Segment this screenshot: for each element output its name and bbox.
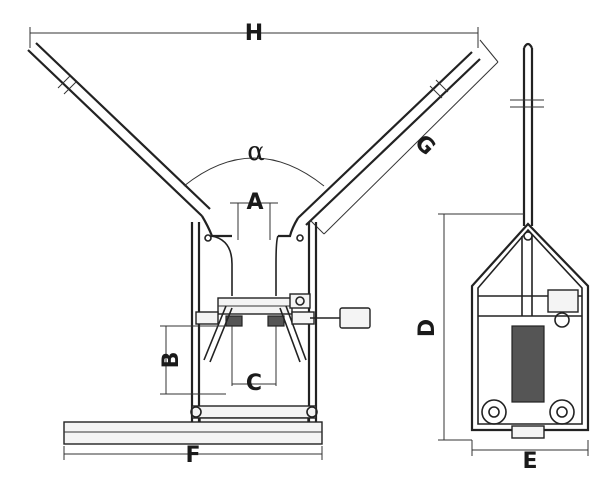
base-beam: [63, 421, 323, 445]
dimension-d: D: [415, 213, 524, 441]
label-d: D: [415, 319, 440, 337]
dimension-e: E: [471, 440, 589, 474]
right-handle: [278, 51, 481, 238]
dimension-h: H: [29, 21, 479, 48]
screw-knob: [339, 307, 371, 329]
label-f: F: [185, 443, 200, 468]
dimension-b: B: [159, 325, 226, 395]
label-b: B: [159, 352, 184, 369]
label-e: E: [522, 449, 537, 474]
left-handle: [27, 42, 232, 238]
label-a: A: [246, 190, 263, 215]
coil-block: [511, 325, 545, 403]
angle-alpha: α: [183, 137, 325, 187]
front-frame: [190, 222, 371, 438]
wheel-left: [481, 399, 507, 425]
label-g: G: [409, 130, 439, 160]
dimension-f: F: [63, 443, 323, 468]
label-c: C: [246, 371, 262, 396]
side-view: [470, 42, 590, 439]
label-h: H: [245, 21, 263, 46]
wheel-right: [549, 399, 575, 425]
dimension-c: C: [231, 326, 277, 396]
label-alpha: α: [247, 137, 265, 167]
dimension-a: A: [230, 190, 278, 240]
